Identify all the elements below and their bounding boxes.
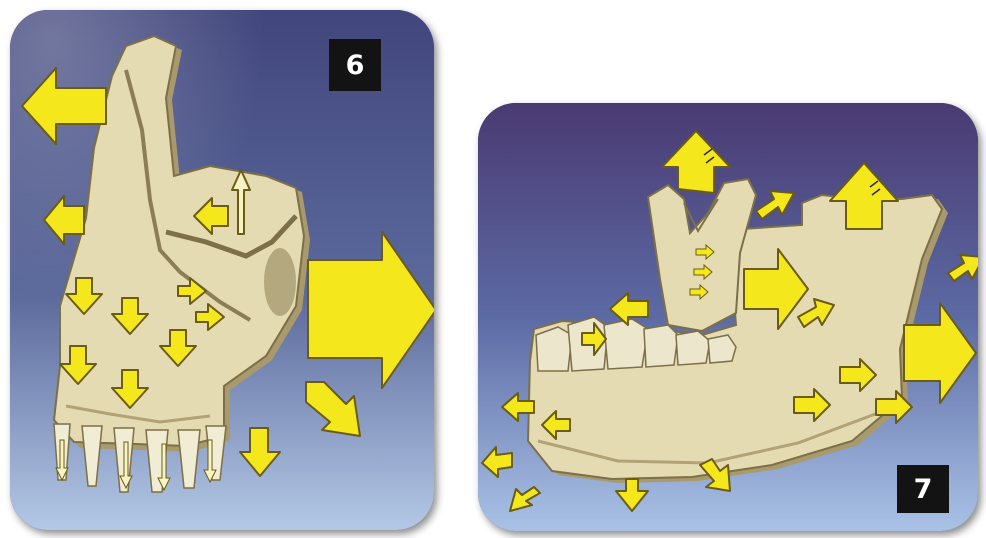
figure-number-badge: 7 — [897, 465, 949, 513]
figure-number-badge: 6 — [329, 39, 381, 91]
premolar-2 — [676, 331, 710, 365]
sinus-cavity — [264, 248, 296, 316]
premolar-1 — [644, 325, 678, 367]
mandible-panel: 7 — [478, 103, 978, 531]
maxilla-panel: 6 — [10, 10, 434, 530]
molar-1 — [536, 327, 572, 371]
molar-3 — [604, 319, 648, 369]
